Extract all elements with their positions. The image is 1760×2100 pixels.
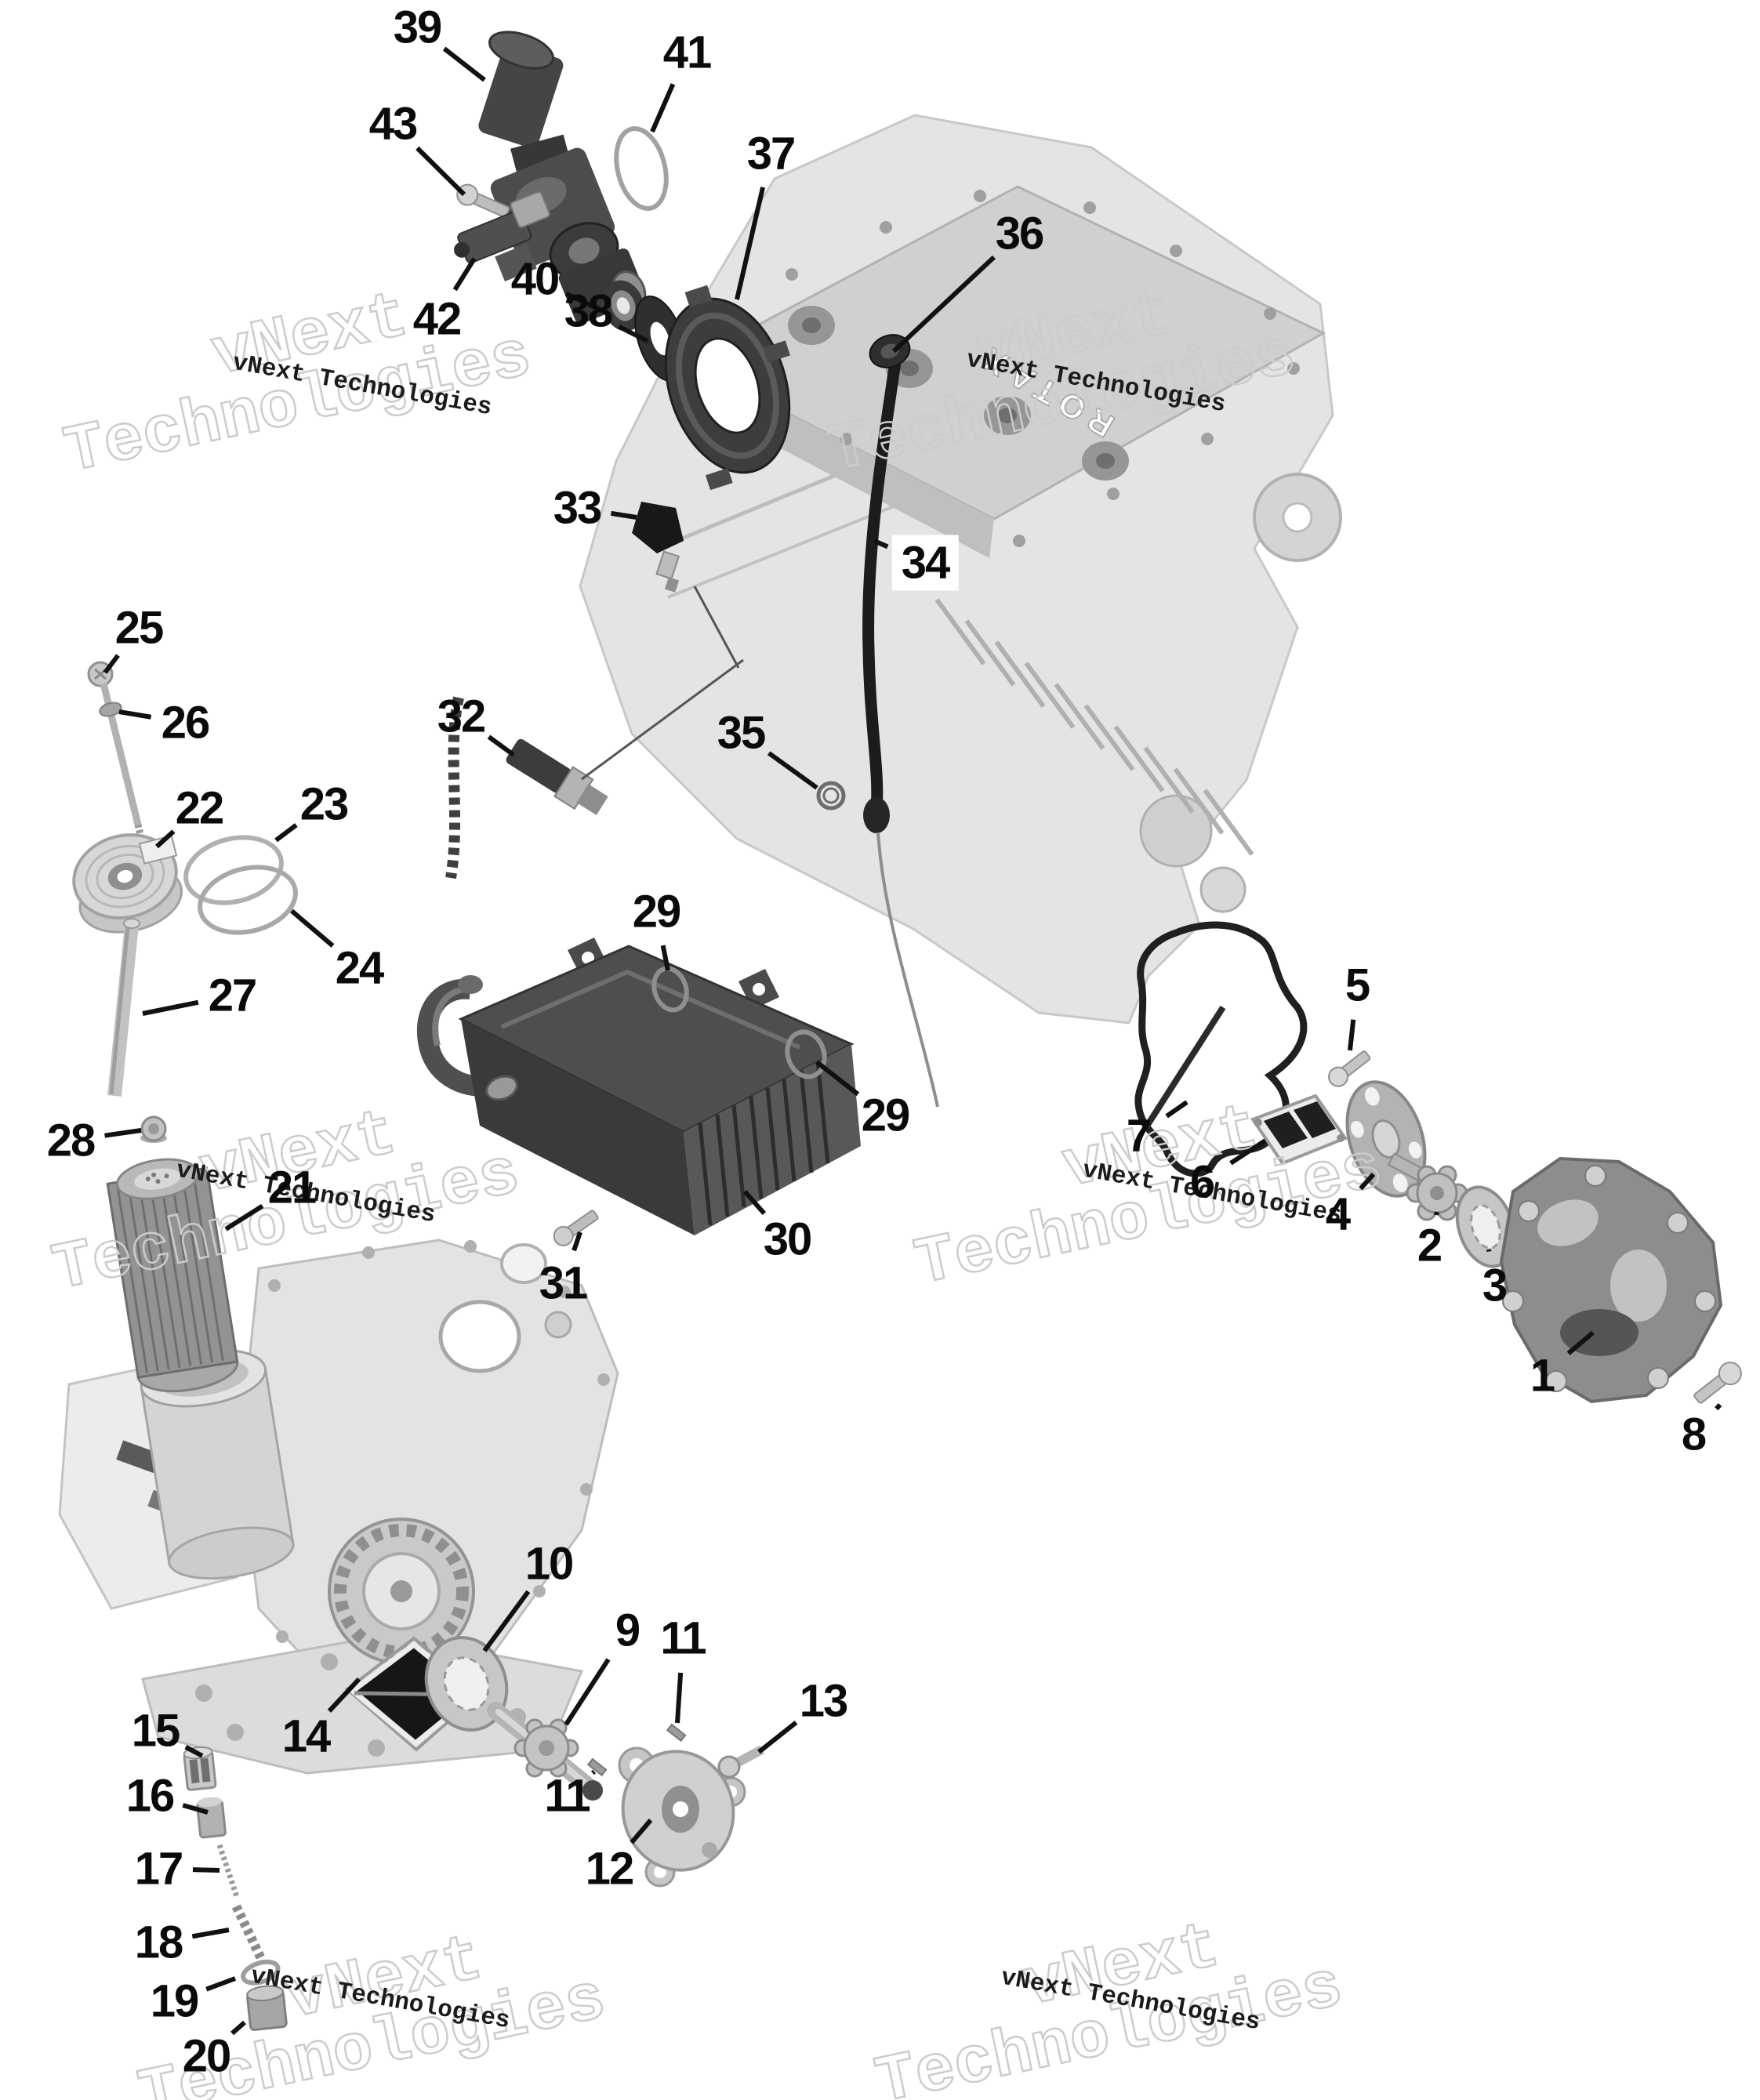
oring-24: [198, 865, 298, 935]
leader-25-12: [103, 654, 120, 674]
leader-20-44: [230, 2020, 246, 2036]
pump-shaft-9: [487, 1702, 603, 1801]
gasket-7: [1134, 921, 1308, 1177]
leader-40-5: [564, 291, 607, 314]
leader-8-31: [1715, 1402, 1722, 1411]
leader-32-10: [487, 734, 515, 757]
leader-7-25: [1165, 1100, 1188, 1119]
oring-41: [614, 126, 669, 211]
leader-42-4: [452, 257, 477, 292]
leader-4-27: [1359, 1172, 1376, 1191]
leader-30-22: [742, 1190, 767, 1216]
leader-29-21: [815, 1060, 860, 1097]
oil-filter-21: [106, 1158, 295, 1580]
pump-cover-1: [1499, 1156, 1723, 1404]
spring-18: [231, 1904, 265, 1960]
washer-26: [99, 702, 122, 717]
oring-35: [816, 781, 846, 811]
oring-19: [241, 1959, 281, 1986]
pump-cover-12: [618, 1746, 746, 1888]
bolt-8: [1693, 1362, 1742, 1404]
temp-sensor-33: [632, 502, 740, 669]
leader-41-1: [650, 83, 676, 133]
leader-31-23: [572, 1231, 582, 1252]
leader-34-9: [873, 539, 889, 549]
oring-23: [183, 835, 284, 905]
tube-27: [107, 918, 140, 1097]
pump-gear-2: [1387, 1152, 1468, 1221]
leader-5-24: [1348, 1019, 1356, 1051]
sensor-42: [454, 190, 550, 264]
screw-13: [717, 1745, 764, 1779]
leader-37-3: [735, 187, 766, 300]
leader-14-36: [327, 1677, 361, 1713]
leader-28-18: [104, 1128, 142, 1138]
leader-9-33: [564, 1658, 611, 1726]
leader-29-20: [660, 945, 670, 971]
leader-21-19: [224, 1203, 264, 1231]
leader-2-28: [1434, 1211, 1439, 1216]
leader-27-17: [142, 999, 199, 1016]
spring-17: [216, 1844, 240, 1898]
pin-11b: [586, 1757, 608, 1777]
leader-18-42: [191, 1928, 230, 1939]
oring-29b: [785, 1029, 827, 1079]
bolt-31: [553, 1210, 599, 1246]
leader-13-35: [757, 1720, 798, 1754]
cooler-fins: [698, 1061, 830, 1226]
leader-11-34: [675, 1672, 684, 1724]
pin-11a: [666, 1723, 687, 1743]
leader-11-37: [590, 1769, 596, 1775]
leader-36-7: [891, 255, 996, 354]
leader-10-32: [482, 1590, 531, 1652]
oring-29a: [651, 966, 689, 1013]
leader-15-39: [184, 1745, 204, 1758]
pump-rotor-3: [1455, 1185, 1516, 1268]
filter-cap-22: [72, 833, 183, 934]
reed-plate-6: [1250, 1094, 1348, 1166]
cover-ring-37: [664, 285, 791, 491]
leader-38-6: [618, 324, 649, 343]
leader-16-40: [182, 1803, 209, 1815]
leader-43-2: [416, 146, 466, 197]
pump-rotor-10: [424, 1636, 509, 1732]
leader-23-15: [274, 823, 298, 843]
leader-19-43: [205, 1976, 237, 1992]
leader-33-8: [610, 510, 637, 520]
leader-35-11: [767, 751, 818, 790]
cam-chain: [445, 696, 464, 880]
nut-28: [140, 1115, 167, 1143]
leader-6-26: [1229, 1138, 1267, 1166]
leader-12-38: [630, 1819, 653, 1844]
seal-40: [602, 280, 644, 332]
leader-22-14: [154, 829, 176, 849]
spark-plug-wells: [788, 306, 1129, 481]
leader-39-0: [442, 46, 486, 82]
install-axis-line: [581, 658, 744, 781]
leader-1-30: [1566, 1330, 1595, 1355]
leader-26-13: [118, 709, 152, 720]
leader-24-16: [290, 909, 335, 948]
oil-cooler-30: [416, 938, 861, 1235]
bolt-5: [1328, 1050, 1371, 1087]
